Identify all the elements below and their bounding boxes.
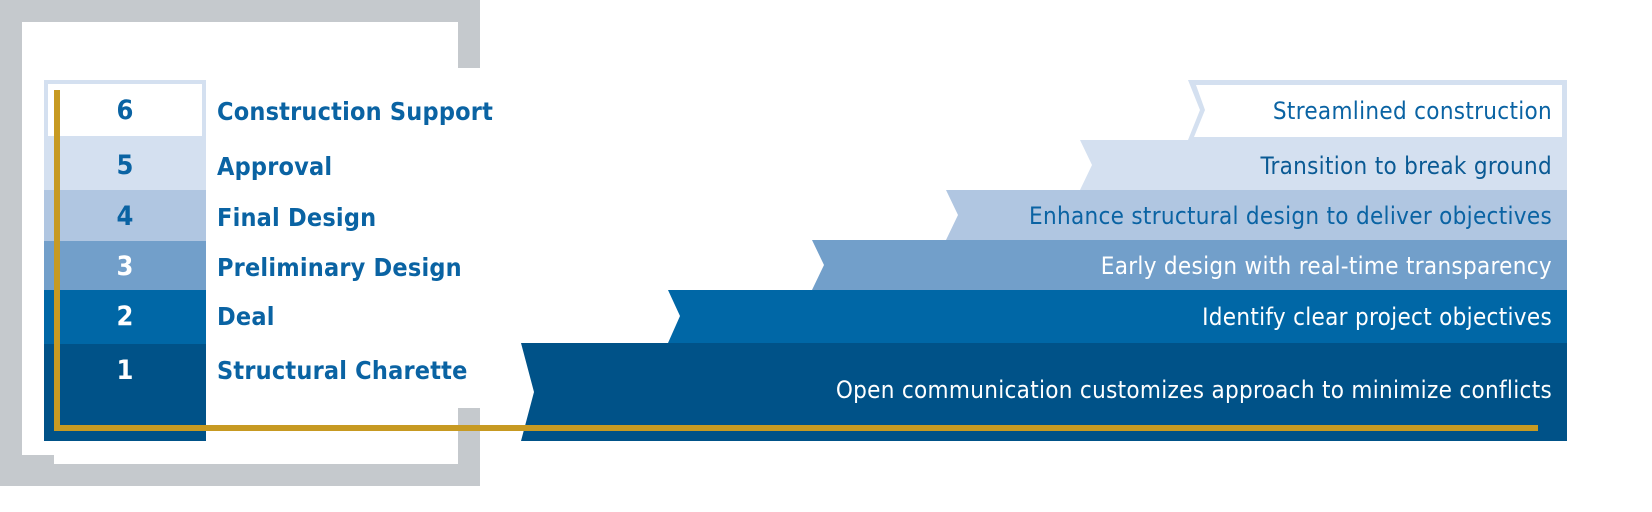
stage-label-preliminary-design: Preliminary Design xyxy=(217,253,462,282)
step-number-4: 4 xyxy=(116,201,134,232)
number-block-2 xyxy=(44,290,206,344)
band-5 xyxy=(1080,140,1567,190)
step-number-2: 2 xyxy=(116,301,134,332)
stage-label-approval: Approval xyxy=(217,152,333,181)
number-block-5 xyxy=(44,138,206,190)
frame-right-gap xyxy=(458,68,488,408)
number-block-6 xyxy=(48,84,202,136)
description-6: Streamlined construction xyxy=(1272,97,1552,125)
stage-label-deal: Deal xyxy=(217,302,275,331)
number-column xyxy=(44,80,206,441)
description-1: Open communication customizes approach t… xyxy=(835,376,1552,404)
band-2 xyxy=(668,290,1567,343)
step-number-3: 3 xyxy=(116,251,134,282)
step-number-6: 6 xyxy=(116,95,134,126)
number-block-4 xyxy=(44,190,206,241)
gold-line-vertical xyxy=(54,90,60,431)
number-block-1 xyxy=(44,344,206,441)
band-4 xyxy=(946,190,1567,240)
description-3: Early design with real-time transparency xyxy=(1100,252,1552,280)
stage-label-structural-charette: Structural Charette xyxy=(217,356,468,385)
description-4: Enhance structural design to deliver obj… xyxy=(1029,202,1552,230)
stage-label-final-design: Final Design xyxy=(217,203,377,232)
number-block-3 xyxy=(44,241,206,290)
band-1 xyxy=(521,343,1567,441)
gold-timeline xyxy=(54,90,1538,431)
stage-label-construction-support: Construction Support xyxy=(217,97,494,126)
step-number-5: 5 xyxy=(116,150,134,181)
description-5: Transition to break ground xyxy=(1260,152,1552,180)
description-bands xyxy=(521,80,1567,441)
gold-line-horizontal xyxy=(54,425,1538,431)
band-3 xyxy=(812,240,1567,290)
step-number-1: 1 xyxy=(116,355,134,386)
band-6 xyxy=(1194,85,1562,137)
description-2: Identify clear project objectives xyxy=(1202,303,1552,331)
